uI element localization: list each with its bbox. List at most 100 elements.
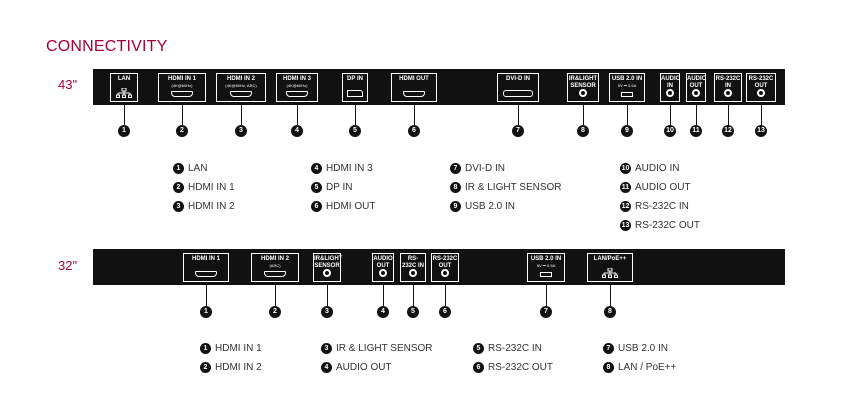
hdmi-port-icon xyxy=(286,91,308,97)
port-sublabel: (ARC) xyxy=(269,263,281,268)
audio-jack-icon xyxy=(692,89,700,97)
port-label: IR&LIGHT SENSOR xyxy=(314,256,343,269)
callout-number-3: 3 xyxy=(321,306,333,318)
leader-line xyxy=(296,102,298,125)
port-lan-poe-: LAN/PoE++ xyxy=(587,253,633,282)
leader-line xyxy=(326,282,328,306)
port-label: USB 2.0 IN xyxy=(530,256,562,262)
legend-number: 9 xyxy=(450,201,461,212)
port-label: LAN/PoE++ xyxy=(593,256,627,262)
legend-number: 6 xyxy=(311,201,322,212)
callout-number-5: 5 xyxy=(407,306,419,318)
legend-label: HDMI OUT xyxy=(326,201,376,212)
legend-label: IR & LIGHT SENSOR xyxy=(336,343,433,354)
port-ir-light-sensor: IR&LIGHT SENSOR xyxy=(313,253,343,282)
port-label: HDMI OUT xyxy=(399,76,429,82)
legend-number: 3 xyxy=(173,201,184,212)
port-label: RS-232C IN xyxy=(401,256,424,269)
port-hdmi-in-2: HDMI IN 2(4K@60Hz, ARC) xyxy=(216,73,266,102)
page-title: CONNECTIVITY xyxy=(46,38,168,55)
callout-number-8: 8 xyxy=(577,125,589,137)
port-label: RS-232C OUT xyxy=(432,256,458,269)
callout-number-4: 4 xyxy=(377,306,389,318)
legend-item: 10 AUDIO IN xyxy=(620,163,679,174)
leader-line xyxy=(240,102,242,125)
hdmi-port-icon xyxy=(171,91,193,97)
panel-43-bar xyxy=(93,69,785,105)
callout-number-1: 1 xyxy=(200,306,212,318)
hdmi-port-icon xyxy=(403,91,425,97)
legend-number: 10 xyxy=(620,163,631,174)
port-label: DP IN xyxy=(347,76,363,82)
leader-line xyxy=(545,282,547,306)
legend-number: 7 xyxy=(603,343,614,354)
callout-number-1: 1 xyxy=(118,125,130,137)
port-rs-232c-out: RS-232C OUT xyxy=(431,253,459,282)
callout-number-12: 12 xyxy=(722,125,734,137)
legend-number: 1 xyxy=(173,163,184,174)
callout-number-10: 10 xyxy=(664,125,676,137)
port-label: AUDIO OUT xyxy=(687,76,707,89)
port-label: HDMI IN 3 xyxy=(282,76,311,82)
leader-line xyxy=(354,102,356,125)
legend-label: RS-232C IN xyxy=(488,343,542,354)
callout-number-2: 2 xyxy=(176,125,188,137)
dvi-port-icon xyxy=(503,90,533,97)
panel-32-bar xyxy=(93,249,785,285)
leader-line xyxy=(669,102,671,125)
port-dp-in: DP IN xyxy=(342,73,368,102)
legend-number: 7 xyxy=(450,163,461,174)
legend-number: 4 xyxy=(311,163,322,174)
port-label: HDMI IN 1 xyxy=(167,76,196,82)
legend-label: HDMI IN 2 xyxy=(188,201,235,212)
legend-label: IR & LIGHT SENSOR xyxy=(465,182,562,193)
port-label: AUDIO IN xyxy=(661,76,681,89)
leader-line xyxy=(444,282,446,306)
leader-line xyxy=(382,282,384,306)
port-sublabel: 5V ⎓ 0.5A xyxy=(617,83,637,88)
callout-number-3: 3 xyxy=(235,125,247,137)
port-audio-out: AUDIO OUT xyxy=(686,73,706,102)
leader-line xyxy=(181,102,183,125)
legend-label: USB 2.0 IN xyxy=(618,343,669,354)
audio-jack-icon xyxy=(757,89,765,97)
port-sublabel: (4K@60Hz, ARC) xyxy=(225,83,257,88)
legend-label: DVI-D IN xyxy=(465,163,505,174)
legend-item: 6 HDMI OUT xyxy=(311,201,375,212)
legend-item: 7 DVI-D IN xyxy=(450,163,505,174)
legend-label: RS-232C OUT xyxy=(635,220,701,231)
legend-number: 5 xyxy=(473,343,484,354)
hdmi-port-icon xyxy=(264,271,286,277)
port-rs-232c-in: RS-232C IN xyxy=(400,253,426,282)
leader-line xyxy=(760,102,762,125)
legend-label: AUDIO IN xyxy=(635,163,680,174)
port-label: RS-232C IN xyxy=(715,76,741,89)
callout-number-7: 7 xyxy=(540,306,552,318)
port-label: HDMI IN 2 xyxy=(260,256,289,262)
port-hdmi-out: HDMI OUT xyxy=(391,73,437,102)
audio-jack-icon xyxy=(579,89,587,97)
leader-line xyxy=(582,102,584,125)
legend-number: 8 xyxy=(450,182,461,193)
port-label: DVI-D IN xyxy=(506,76,530,82)
legend-label: RS-232C OUT xyxy=(488,362,554,373)
legend-number: 3 xyxy=(321,343,332,354)
port-rs-232c-out: RS-232C OUT xyxy=(746,73,776,102)
usb-port-icon xyxy=(540,272,552,277)
legend-number: 5 xyxy=(311,182,322,193)
port-dvi-d-in: DVI-D IN xyxy=(497,73,539,102)
port-lan: LAN xyxy=(110,73,138,102)
lan-icon xyxy=(602,267,618,278)
leader-line xyxy=(412,282,414,306)
port-label: USB 2.0 IN xyxy=(611,76,643,82)
legend-item: 3 HDMI IN 2 xyxy=(173,201,235,212)
leader-line xyxy=(517,102,519,125)
lan-icon xyxy=(116,87,132,98)
